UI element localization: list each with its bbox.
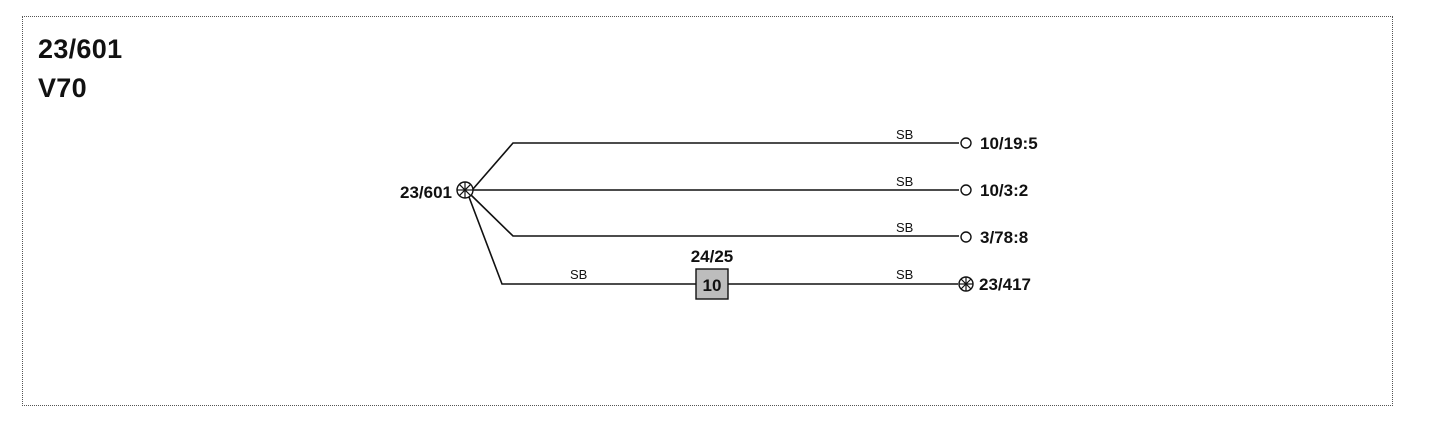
diagram-code: 23/601 [38, 34, 123, 64]
wire-3 [470, 194, 959, 237]
connector-pin: 10 [703, 276, 722, 295]
wire-1-target: 10/19:5 [980, 134, 1038, 153]
wire-1 [472, 142, 959, 190]
diagram-frame [22, 16, 1393, 406]
wire-2-terminal [960, 184, 972, 196]
wire-2-target: 10/3:2 [980, 181, 1028, 200]
source-label: 23/601 [400, 183, 452, 202]
wire-4-target: 23/417 [979, 275, 1031, 294]
source-star-node [456, 181, 474, 199]
connector-ref: 24/25 [691, 247, 734, 266]
vehicle-model: V70 [38, 73, 87, 103]
connector-box [695, 268, 729, 300]
wire-4-color-right: SB [896, 267, 913, 282]
wire-4-left [468, 196, 696, 285]
wire-4-color-left: SB [570, 267, 587, 282]
wire-3-color: SB [896, 220, 913, 235]
wire-1-color: SB [896, 127, 913, 142]
wire-3-target: 3/78:8 [980, 228, 1028, 247]
wire-3-terminal [960, 231, 972, 243]
wire-2-color: SB [896, 174, 913, 189]
wire-4-star-node [958, 276, 974, 292]
wire-1-terminal [960, 137, 972, 149]
